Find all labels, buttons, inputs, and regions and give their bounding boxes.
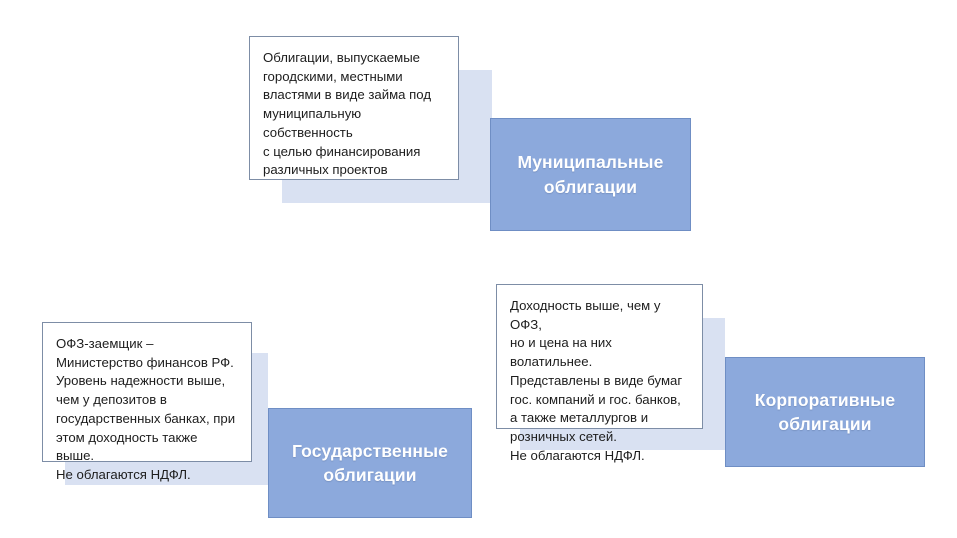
heading-box-government[interactable]: Государственные облигации bbox=[268, 408, 472, 518]
heading-label-government: Государственные облигации bbox=[292, 440, 448, 485]
heading-label-municipal: Муниципальные облигации bbox=[517, 152, 664, 197]
heading-box-corporate[interactable]: Корпоративные облигации bbox=[725, 357, 925, 467]
description-text-corporate: Доходность выше, чем у ОФЗ, но и цена на… bbox=[510, 298, 683, 463]
description-card-municipal: Облигации, выпускаемые городскими, местн… bbox=[249, 36, 459, 180]
description-text-government: ОФЗ-заемщик – Министерство финансов РФ. … bbox=[56, 336, 236, 483]
description-card-corporate: Доходность выше, чем у ОФЗ, но и цена на… bbox=[496, 284, 703, 463]
heading-box-municipal[interactable]: Муниципальные облигации bbox=[490, 118, 691, 231]
description-text-municipal: Облигации, выпускаемые городскими, местн… bbox=[263, 50, 432, 178]
heading-label-corporate: Корпоративные облигации bbox=[754, 389, 896, 434]
description-card-government: ОФЗ-заемщик – Министерство финансов РФ. … bbox=[42, 322, 252, 482]
